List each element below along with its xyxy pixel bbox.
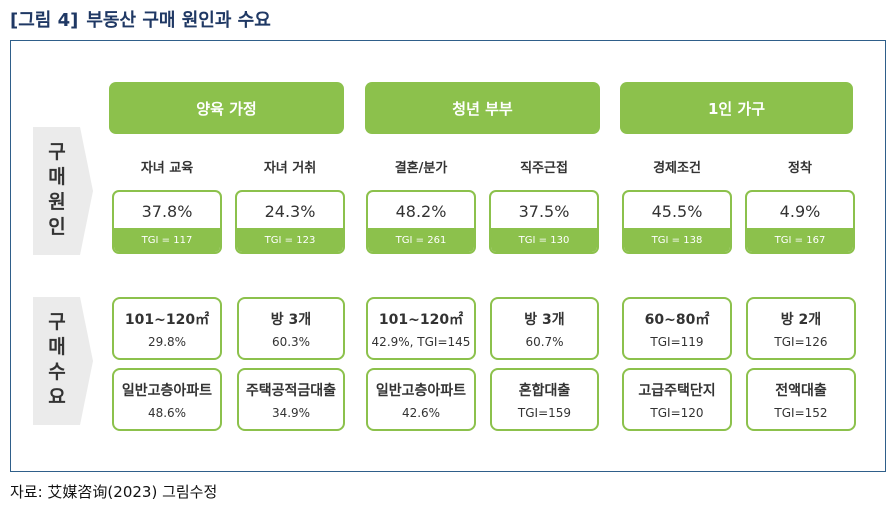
cause-label: 자녀 교육 [140, 161, 194, 176]
side-char: 매 [48, 336, 66, 358]
group-header-parenting: 양육 가정 [109, 82, 344, 134]
side-char: 수 [48, 361, 66, 383]
side-char: 인 [48, 216, 66, 238]
demand-item: 방 2개 [780, 312, 822, 328]
group-header-young-couple: 청년 부부 [365, 82, 600, 134]
demand-value: TGI=119 [650, 335, 704, 349]
demand-item: 101~120㎡ [378, 312, 464, 328]
demand-item: 주택공적금대출 [245, 383, 337, 399]
cause-label: 직주근접 [520, 161, 568, 176]
cause-tgi: TGI = 138 [624, 228, 730, 252]
side-char: 요 [48, 386, 66, 408]
cause-percent: 48.2% [395, 202, 447, 221]
cause-percent: 37.8% [141, 202, 193, 221]
demand-card: 60~80㎡ TGI=119 [622, 297, 732, 360]
cause-label: 결혼/분가 [394, 161, 448, 176]
cause-card: 4.9% TGI = 167 [745, 190, 855, 254]
demand-card: 방 3개 60.3% [237, 297, 345, 360]
cause-tgi: TGI = 130 [491, 228, 597, 252]
cause-card: 24.3% TGI = 123 [235, 190, 345, 254]
cause-percent: 37.5% [518, 202, 570, 221]
cause-percent: 45.5% [651, 202, 703, 221]
demand-value: TGI=152 [774, 406, 828, 420]
cause-tgi: TGI = 123 [237, 228, 343, 252]
demand-card: 101~120㎡ 29.8% [112, 297, 222, 360]
cause-card: 45.5% TGI = 138 [622, 190, 732, 254]
side-char: 매 [48, 166, 66, 188]
side-char: 구 [48, 311, 66, 333]
demand-value: 48.6% [147, 406, 187, 420]
demand-item: 전액대출 [775, 383, 827, 399]
demand-card: 방 3개 60.7% [490, 297, 599, 360]
demand-card: 101~120㎡ 42.9%, TGI=145 [366, 297, 476, 360]
cause-card: 48.2% TGI = 261 [366, 190, 476, 254]
demand-item: 60~80㎡ [644, 312, 710, 328]
cause-tgi: TGI = 117 [114, 228, 220, 252]
side-arrow-cause [33, 127, 93, 255]
cause-percent: 4.9% [779, 202, 821, 221]
demand-card: 주택공적금대출 34.9% [237, 368, 345, 431]
demand-value: 42.9%, TGI=145 [371, 335, 471, 349]
demand-item: 일반고층아파트 [121, 383, 213, 399]
side-label-demand: 구 매 수 요 [35, 310, 79, 410]
demand-card: 고급주택단지 TGI=120 [622, 368, 732, 431]
demand-value: TGI=126 [774, 335, 828, 349]
side-label-cause: 구 매 원 인 [35, 140, 79, 240]
cause-label: 정착 [788, 161, 812, 176]
demand-item: 고급주택단지 [638, 383, 716, 399]
side-char: 원 [48, 191, 66, 213]
figure-label: [그림 4] [10, 10, 79, 31]
demand-item: 일반고층아파트 [375, 383, 467, 399]
demand-item: 혼합대출 [518, 383, 571, 399]
demand-card: 방 2개 TGI=126 [746, 297, 856, 360]
demand-card: 일반고층아파트 48.6% [112, 368, 222, 431]
demand-value: 34.9% [271, 406, 311, 420]
side-arrow-demand [33, 297, 93, 425]
figure-title-text: 부동산 구매 원인과 수요 [86, 10, 271, 31]
demand-value: 60.3% [271, 335, 311, 349]
cause-card: 37.8% TGI = 117 [112, 190, 222, 254]
side-char: 구 [48, 141, 66, 163]
demand-value: 60.7% [525, 335, 564, 349]
group-header-single-household: 1인 가구 [620, 82, 853, 134]
demand-card: 일반고층아파트 42.6% [366, 368, 476, 431]
demand-value: 29.8% [147, 335, 187, 349]
demand-value: TGI=159 [517, 406, 572, 420]
demand-item: 방 3개 [524, 312, 565, 328]
cause-percent: 24.3% [264, 202, 316, 221]
demand-item: 101~120㎡ [124, 312, 210, 328]
demand-card: 전액대출 TGI=152 [746, 368, 856, 431]
demand-value: 42.6% [401, 406, 441, 420]
cause-tgi: TGI = 261 [368, 228, 474, 252]
demand-value: TGI=120 [650, 406, 704, 420]
source-note: 자료: 艾媒咨询(2023) 그림수정 [10, 483, 218, 501]
cause-card: 37.5% TGI = 130 [489, 190, 599, 254]
demand-card: 혼합대출 TGI=159 [490, 368, 599, 431]
cause-label: 경제조건 [653, 161, 701, 176]
diagram-frame [10, 40, 886, 472]
demand-item: 방 3개 [270, 312, 312, 328]
figure-title: [그림 4] 부동산 구매 원인과 수요 [10, 6, 271, 32]
cause-tgi: TGI = 167 [747, 228, 853, 252]
cause-label: 자녀 거취 [263, 161, 317, 176]
